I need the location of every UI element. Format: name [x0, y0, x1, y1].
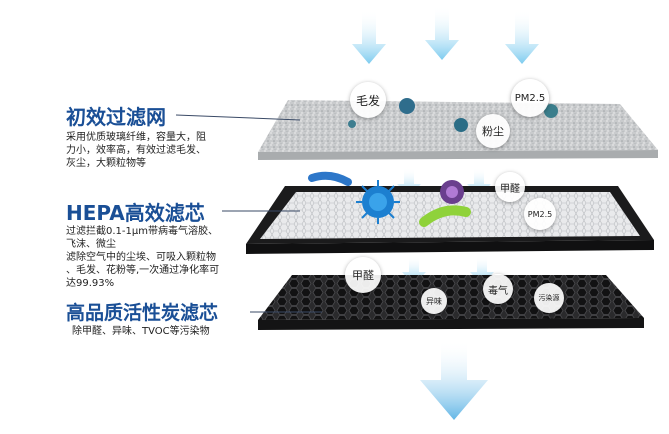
bubble-formaldehyde-mid: 甲醛: [495, 172, 525, 202]
description-line: 灰尘，大颗粒物等: [66, 158, 146, 169]
leader-line-prefilter: [175, 114, 301, 121]
bubble-toxic-gas: 毒气: [483, 274, 513, 304]
layer-description-prefilter: 采用优质玻璃纤维，容量大，阻 力小，效率高，有效过滤毛发、 灰尘，大颗粒物等: [66, 131, 206, 170]
bubble-formaldehyde-low: 甲醛: [345, 257, 381, 293]
description-line: 飞沫、微尘: [66, 239, 116, 250]
virus-icon: [356, 180, 400, 224]
description-line: 、毛发、花粉等,一次通过净化率可: [66, 265, 220, 276]
bubble-odor: 异味: [421, 288, 447, 314]
description-line: 滤除空气中的尘埃、可吸入颗粒物: [66, 252, 216, 263]
layer-title-prefilter: 初效过滤网: [66, 105, 166, 129]
airflow-arrow-bottom: [420, 340, 488, 420]
bubble-dust: 粉尘: [476, 114, 510, 148]
description-line: 达99.93%: [66, 278, 115, 289]
bacteria-icon: [308, 171, 471, 227]
bubble-pollutant: 污染源: [534, 283, 564, 313]
germ-icon: [440, 180, 464, 204]
description-line: 采用优质玻璃纤维，容量大，阻: [66, 132, 206, 143]
layer-description-carbon: 除甲醛、异味、TVOC等污染物: [72, 325, 210, 338]
description-line: 除甲醛、异味、TVOC等污染物: [72, 326, 210, 337]
bubble-hair: 毛发: [350, 82, 386, 118]
layer-title-hepa: HEPA高效滤芯: [66, 201, 205, 225]
layer-title-carbon: 高品质活性炭滤芯: [66, 302, 219, 324]
description-line: 力小，效率高，有效过滤毛发、: [66, 145, 206, 156]
dust-particle-icon: [348, 98, 558, 132]
description-line: 过滤拦截0.1-1μm带病毒气溶胶、: [66, 226, 218, 237]
airflow-arrows-top: [352, 6, 539, 64]
bubble-pm25-top: PM2.5: [511, 79, 549, 117]
layer-description-hepa: 过滤拦截0.1-1μm带病毒气溶胶、 飞沫、微尘 滤除空气中的尘埃、可吸入颗粒物…: [66, 225, 219, 290]
bubble-pm25-mid: PM2.5: [524, 198, 556, 230]
carbon-layer: [258, 275, 644, 330]
